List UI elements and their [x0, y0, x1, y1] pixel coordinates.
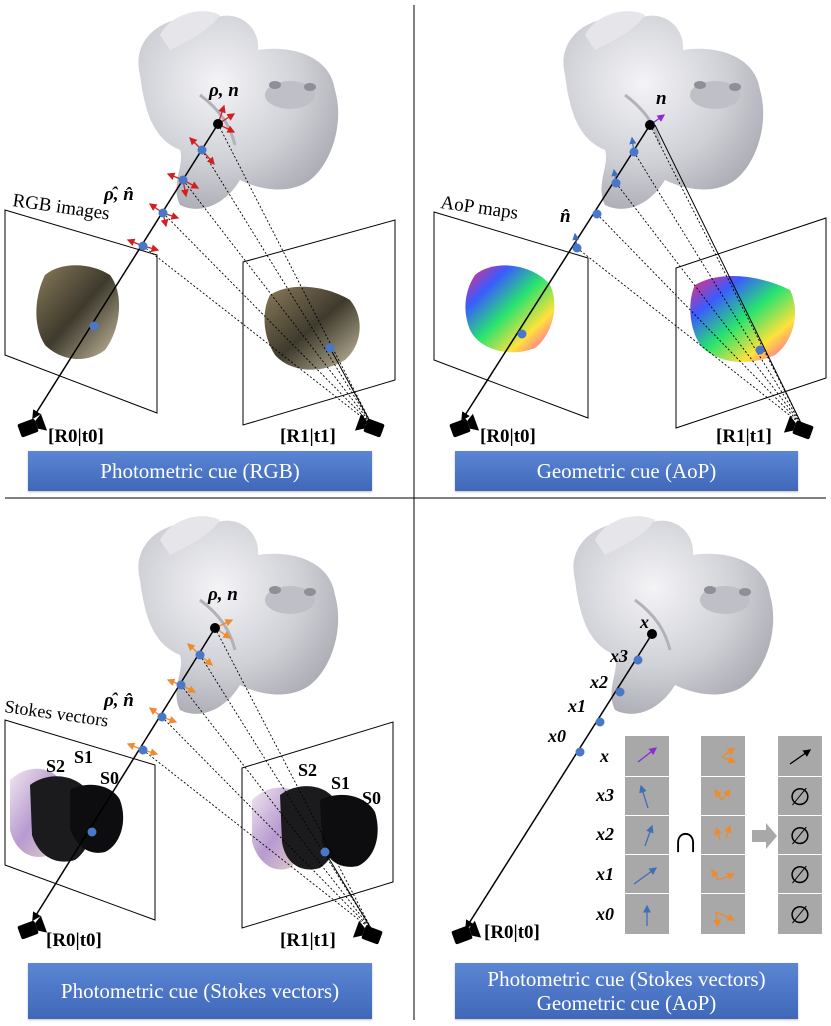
empty-set-icon: ∅	[790, 824, 811, 850]
ray-camera0	[461, 124, 651, 422]
aop-map-right	[690, 275, 795, 363]
camera0-label: [R0|t0]	[484, 922, 540, 943]
sample-points	[89, 145, 335, 353]
point-label-x2: x2	[589, 672, 608, 692]
stokes-labels-left: S2 S1 S0	[46, 747, 119, 788]
row-label-x0: x0	[595, 904, 614, 924]
camera0-label: [R0|t0]	[48, 426, 104, 447]
estimate-label: n̂	[560, 206, 571, 227]
statue-image	[136, 9, 340, 211]
aop-map-left	[465, 265, 555, 353]
statue-image	[561, 9, 765, 211]
panel-rgb: ρ, n ρ̂, n̂ RGB images [R0|t0] [R1|t1]	[4, 9, 396, 447]
caption-line1: Photometric cue (Stokes vectors)	[487, 966, 766, 991]
grid-column-result: ∅ ∅ ∅ ∅	[778, 736, 822, 934]
surface-point	[213, 119, 223, 129]
caption-combined: Photometric cue (Stokes vectors) Geometr…	[455, 963, 798, 1019]
rgb-image-left	[36, 265, 120, 360]
s1-label: S1	[74, 747, 93, 767]
image-plane-left	[4, 209, 158, 414]
grid-column-aop	[625, 736, 669, 934]
panel-aop: n n̂ AoP maps [R0|t0] [R1|t1]	[433, 9, 827, 447]
estimate-label: ρ̂, n̂	[103, 690, 134, 711]
point-label: ρ, n	[208, 80, 239, 101]
panel-stokes: ρ, n ρ̂, n̂ Stokes vectors S2 S1 S0 S2 S…	[3, 514, 394, 951]
reprojection-rays	[142, 123, 373, 426]
s0-label: S0	[100, 768, 119, 788]
empty-set-icon: ∅	[790, 863, 811, 889]
estimate-label: ρ̂, n̂	[103, 184, 134, 205]
camera0-icon	[16, 413, 48, 440]
result-arrow-icon	[752, 823, 777, 849]
s0-label: S0	[362, 788, 381, 808]
statue-image	[136, 514, 340, 716]
row-label-x1: x1	[595, 864, 614, 884]
point-label-x1: x1	[567, 696, 586, 716]
s2-label: S2	[298, 760, 317, 780]
panel-combined: x x3 x2 x1 x0 [R0|t0] x x3 x2 x1 x0	[450, 514, 822, 947]
image-plane-left	[433, 211, 589, 419]
images-label: AoP maps	[439, 192, 519, 224]
image-plane-right	[242, 219, 396, 426]
s2-label: S2	[46, 756, 65, 776]
empty-set-icon: ∅	[790, 903, 811, 929]
intersection-symbol: ∩	[672, 819, 699, 861]
caption-aop: Geometric cue (AoP)	[455, 451, 798, 491]
camera0-label: [R0|t0]	[480, 426, 536, 447]
row-label-x2: x2	[595, 824, 614, 844]
image-plane-left	[4, 719, 156, 921]
stokes-labels-right: S2 S1 S0	[298, 760, 381, 808]
point-label: ρ, n	[207, 584, 238, 605]
images-label: Stokes vectors	[3, 696, 109, 730]
point-label-x0: x0	[547, 726, 566, 746]
row-label-x: x	[599, 746, 609, 766]
row-labels: x x3 x2 x1 x0	[595, 746, 614, 924]
caption-line2: Geometric cue (AoP)	[536, 991, 717, 1015]
camera1-label: [R1|t1]	[716, 426, 772, 447]
ray-camera0	[32, 123, 219, 420]
point-label-x: x	[639, 612, 649, 632]
s1-label: S1	[331, 773, 350, 793]
point-label-x3: x3	[609, 646, 628, 666]
camera1-icon	[354, 413, 386, 440]
grid-column-stokes	[701, 736, 745, 934]
image-plane-right	[241, 721, 394, 929]
row-label-x3: x3	[595, 785, 614, 805]
caption-rgb: Photometric cue (RGB)	[28, 451, 372, 491]
images-label: RGB images	[11, 190, 111, 224]
camera1-label: [R1|t1]	[280, 426, 336, 447]
image-plane-right	[675, 217, 827, 429]
caption-stokes: Photometric cue (Stokes vectors)	[28, 963, 372, 1019]
point-label: n	[656, 88, 667, 109]
empty-set-icon: ∅	[790, 785, 811, 811]
camera0-label: [R0|t0]	[46, 930, 102, 951]
camera1-label: [R1|t1]	[280, 930, 336, 951]
